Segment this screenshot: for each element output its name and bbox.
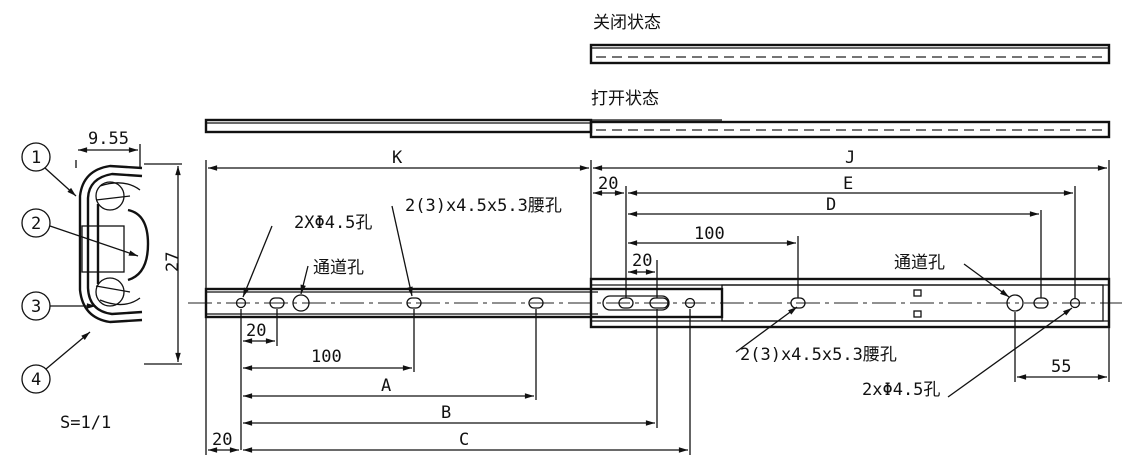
- callout-access-right: 通道孔: [894, 253, 945, 273]
- dim-j: J: [845, 148, 855, 168]
- dim-c: C: [459, 430, 469, 450]
- callout-hole-left: 2XΦ4.5孔: [294, 213, 372, 233]
- dim-20-inner: 20: [632, 251, 652, 271]
- svg-text:4: 4: [31, 370, 41, 390]
- balloon-2: 2: [21, 208, 139, 257]
- dim-55: 55: [1051, 357, 1071, 377]
- scale-label: S=1/1: [60, 413, 111, 433]
- callout-access-left: 通道孔: [313, 258, 364, 278]
- dim-100-right: 100: [694, 224, 725, 244]
- section-width-dim: 9.55: [88, 129, 129, 149]
- dim-k: K: [392, 148, 403, 168]
- open-state-label: 打开状态: [591, 89, 659, 109]
- callout-slot-top: 2(3)x4.5x5.3腰孔: [405, 196, 562, 216]
- balloon-1: 1: [21, 142, 77, 197]
- svg-text:2: 2: [31, 214, 41, 234]
- closed-state-label: 关闭状态: [593, 13, 661, 33]
- cross-section-profile: [78, 164, 150, 324]
- svg-text:1: 1: [31, 148, 41, 168]
- balloon-3: 3: [21, 291, 96, 321]
- dim-20-top: 20: [598, 174, 618, 194]
- svg-text:3: 3: [31, 297, 41, 317]
- dim-100-left: 100: [311, 347, 342, 367]
- callout-hole-right: 2xΦ4.5孔: [862, 380, 940, 400]
- dim-b: B: [441, 403, 451, 423]
- dim-20-bottom: 20: [212, 430, 232, 450]
- inner-rail-holes: [235, 294, 696, 312]
- callout-slot-bottom: 2(3)x4.5x5.3腰孔: [740, 345, 897, 365]
- dim-d: D: [826, 195, 836, 215]
- balloon-4: 4: [21, 331, 91, 394]
- dim-e: E: [843, 174, 853, 194]
- dim-a: A: [381, 376, 391, 396]
- open-slide-view: [204, 118, 1111, 139]
- dim-20-left: 20: [246, 321, 266, 341]
- section-height-dim: 27: [163, 252, 183, 272]
- closed-slide-view: [589, 43, 1111, 65]
- outer-rail: [589, 277, 1111, 329]
